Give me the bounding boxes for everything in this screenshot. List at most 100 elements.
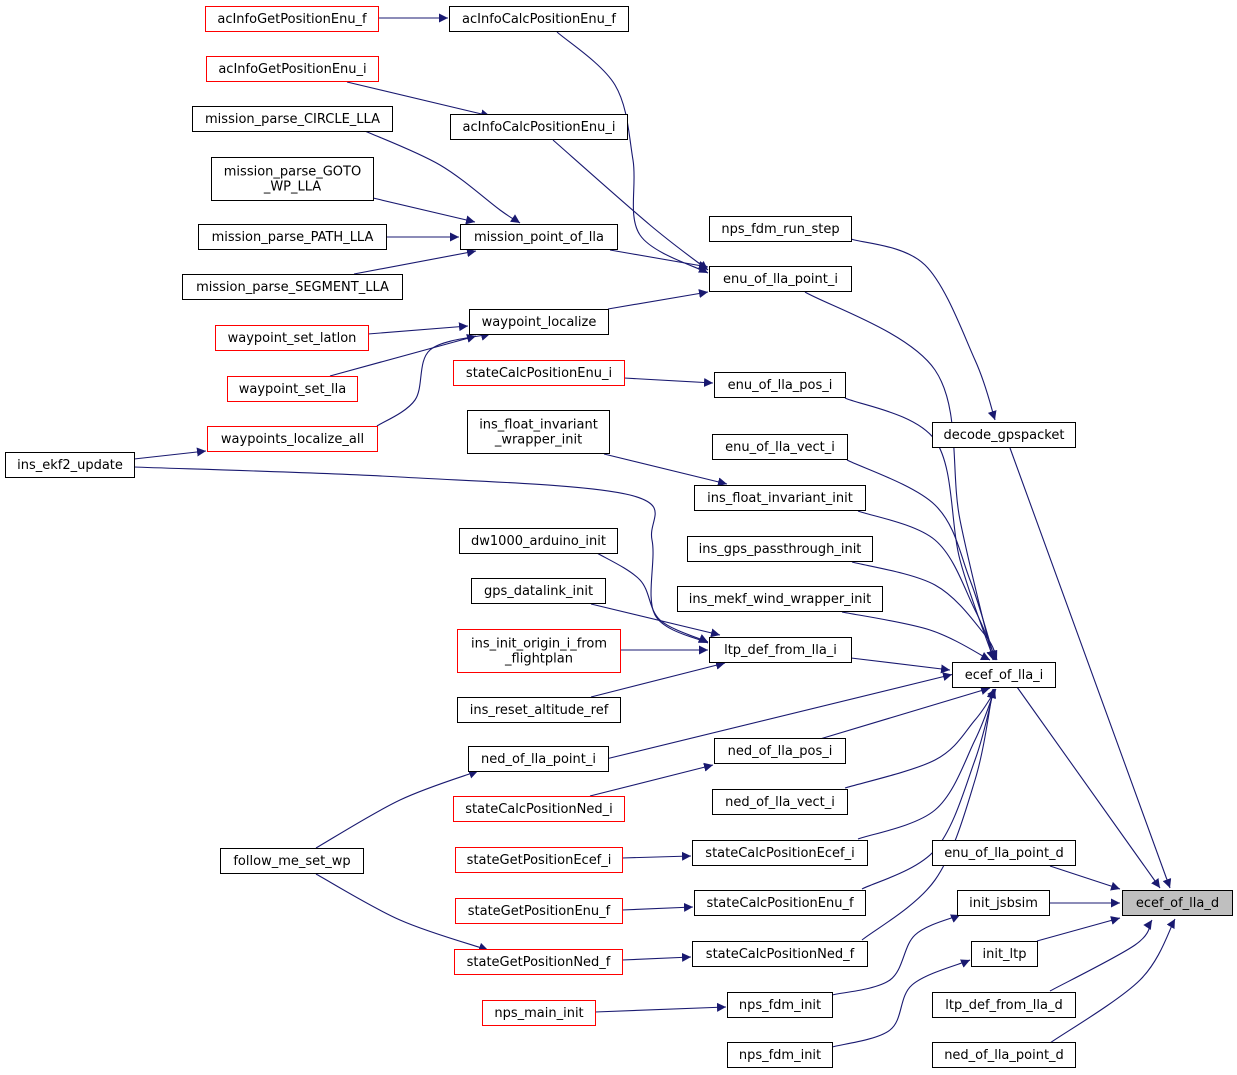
- node-box: [453, 796, 625, 822]
- edge-stateGetPositionNed_f-to-stateCalcPositionNed_f: [621, 952, 692, 962]
- edge-mission_point_of_lla-to-enu_of_lla_point_i: [609, 249, 709, 270]
- node-label: ecef_of_lla_i: [965, 668, 1044, 683]
- node-stateCalcPositionNed-i[interactable]: stateCalcPositionNed_i: [453, 796, 625, 822]
- edge-line: [861, 688, 996, 941]
- edge-line: [590, 603, 721, 638]
- node-box: [469, 309, 609, 335]
- node-mission-parse-GOTO-WP-LLA[interactable]: mission_parse_GOTO_WP_LLA: [211, 157, 374, 201]
- node-mission-point-of-lla[interactable]: mission_point_of_lla: [460, 224, 618, 250]
- node-enu-of-lla-point-i[interactable]: enu_of_lla_point_i: [709, 266, 852, 292]
- node-enu-of-lla-point-d[interactable]: enu_of_lla_point_d: [932, 840, 1076, 866]
- node-box: [454, 949, 623, 975]
- edge-stateGetPositionEnu_f-to-stateCalcPositionEnu_f: [621, 902, 694, 912]
- node-waypoint-set-latlon[interactable]: waypoint_set_latlon: [215, 325, 369, 351]
- node-box: [692, 840, 868, 866]
- node-nps-main-init[interactable]: nps_main_init: [482, 1000, 596, 1026]
- node-ins-reset-altitude-ref[interactable]: ins_reset_altitude_ref: [457, 697, 621, 723]
- node-dw1000-arduino-init[interactable]: dw1000_arduino_init: [459, 528, 618, 554]
- node-label: nps_fdm_init: [739, 998, 821, 1013]
- node-mission-parse-CIRCLE-LLA[interactable]: mission_parse_CIRCLE_LLA: [192, 106, 393, 132]
- node-stateGetPositionEcef-i[interactable]: stateGetPositionEcef_i: [455, 847, 623, 873]
- node-ins-gps-passthrough-init[interactable]: ins_gps_passthrough_init: [687, 536, 873, 562]
- edge-ned_of_lla_vect_i-to-ecef_of_lla_i: [844, 688, 997, 789]
- edge-line: [841, 611, 991, 661]
- node-box: [206, 56, 379, 82]
- edge-mission_parse_SEGMENT_LLA-to-mission_point_of_lla: [353, 248, 477, 275]
- node-box: [709, 216, 852, 242]
- node-ltp-def-from-lla-d[interactable]: ltp_def_from_lla_d: [932, 992, 1076, 1018]
- node-ins-init-origin-i-from-flightplan[interactable]: ins_init_origin_i_from_flightplan: [457, 629, 621, 673]
- node-nps-fdm-run-step[interactable]: nps_fdm_run_step: [709, 216, 852, 242]
- node-label: stateCalcPositionNed_f: [706, 947, 855, 962]
- node-stateCalcPositionEnu-f[interactable]: stateCalcPositionEnu_f: [694, 890, 866, 916]
- edge-nps_fdm_init_b-to-init_ltp: [831, 959, 971, 1048]
- node-acInfoCalcPositionEnu-i[interactable]: acInfoCalcPositionEnu_i: [450, 114, 628, 140]
- node-decode-gpspacket[interactable]: decode_gpspacket: [932, 422, 1076, 448]
- node-acInfoGetPositionEnu-f[interactable]: acInfoGetPositionEnu_f: [205, 6, 379, 32]
- edge-ins_ekf2_update-to-waypoints_localize_all: [133, 447, 207, 460]
- node-label: ned_of_lla_vect_i: [725, 795, 835, 810]
- node-follow-me-set-wp[interactable]: follow_me_set_wp: [220, 848, 364, 874]
- node-ned-of-lla-point-i[interactable]: ned_of_lla_point_i: [468, 746, 609, 772]
- node-acInfoGetPositionEnu-i[interactable]: acInfoGetPositionEnu_i: [206, 56, 379, 82]
- edge-ins_ekf2_update-to-ltp_def_from_lla_i: [133, 466, 709, 644]
- node-waypoint-localize[interactable]: waypoint_localize: [469, 309, 609, 335]
- node-ins-float-invariant-init[interactable]: ins_float_invariant_init: [694, 485, 866, 511]
- node-label: _flightplan: [504, 652, 573, 667]
- node-label: init_jsbsim: [969, 896, 1038, 911]
- node-ltp-def-from-lla-i[interactable]: ltp_def_from_lla_i: [709, 637, 852, 663]
- node-label: nps_fdm_init: [739, 1048, 821, 1063]
- edge-line: [850, 238, 997, 421]
- edge-waypoint_set_latlon-to-waypoint_localize: [367, 322, 469, 335]
- node-box: [192, 106, 393, 132]
- edge-ins_gps_passthrough_init-to-ecef_of_lla_i: [851, 561, 998, 661]
- node-ecef-of-lla-i[interactable]: ecef_of_lla_i: [952, 662, 1056, 688]
- node-box: [455, 847, 623, 873]
- node-box: [453, 360, 625, 386]
- edge-follow_me_set_wp-to-ned_of_lla_point_i: [315, 769, 479, 849]
- node-box: [694, 485, 866, 511]
- node-gps-datalink-init[interactable]: gps_datalink_init: [471, 578, 606, 604]
- edge-line: [353, 248, 477, 275]
- edge-decode_gpspacket-to-ecef_of_lla_d: [1009, 447, 1172, 889]
- node-ins-mekf-wind-wrapper-init[interactable]: ins_mekf_wind_wrapper_init: [677, 586, 883, 612]
- node-enu-of-lla-vect-i[interactable]: enu_of_lla_vect_i: [712, 434, 848, 460]
- node-box: [687, 536, 873, 562]
- node-box: [1122, 890, 1233, 916]
- node-waypoints-localize-all[interactable]: waypoints_localize_all: [207, 426, 378, 452]
- node-ecef-of-lla-d[interactable]: ecef_of_lla_d: [1122, 890, 1233, 916]
- node-ins-ekf2-update[interactable]: ins_ekf2_update: [5, 452, 135, 478]
- edge-mission_parse_CIRCLE_LLA-to-mission_point_of_lla: [364, 130, 521, 224]
- node-stateGetPositionEnu-f[interactable]: stateGetPositionEnu_f: [455, 898, 623, 924]
- node-stateCalcPositionNed-f[interactable]: stateCalcPositionNed_f: [692, 941, 868, 967]
- node-ins-float-invariant-wrapper-init[interactable]: ins_float_invariant_wrapper_init: [467, 410, 610, 454]
- node-box: [467, 410, 610, 454]
- node-ned-of-lla-vect-i[interactable]: ned_of_lla_vect_i: [712, 789, 848, 815]
- node-init-ltp[interactable]: init_ltp: [971, 941, 1038, 967]
- edge-stateCalcPositionEnu_i-to-enu_of_lla_pos_i: [623, 377, 714, 387]
- node-ned-of-lla-point-d[interactable]: ned_of_lla_point_d: [932, 1042, 1076, 1068]
- edge-line: [556, 31, 709, 274]
- edge-line: [621, 851, 692, 861]
- edge-ins_mekf_wind_wrapper_init-to-ecef_of_lla_i: [841, 611, 991, 661]
- node-label: ins_ekf2_update: [17, 458, 123, 473]
- node-nps-fdm-init-b[interactable]: nps_fdm_init: [727, 1042, 833, 1068]
- node-box: [457, 697, 621, 723]
- node-acInfoCalcPositionEnu-f[interactable]: acInfoCalcPositionEnu_f: [449, 6, 629, 32]
- node-label: ins_float_invariant: [479, 418, 598, 433]
- node-stateCalcPositionEcef-i[interactable]: stateCalcPositionEcef_i: [692, 840, 868, 866]
- node-ned-of-lla-pos-i[interactable]: ned_of_lla_pos_i: [714, 738, 846, 764]
- node-stateCalcPositionEnu-i[interactable]: stateCalcPositionEnu_i: [453, 360, 625, 386]
- node-waypoint-set-lla[interactable]: waypoint_set_lla: [227, 376, 358, 402]
- node-stateGetPositionNed-f[interactable]: stateGetPositionNed_f: [454, 949, 623, 975]
- node-nps-fdm-init-a[interactable]: nps_fdm_init: [727, 992, 833, 1018]
- edge-mission_parse_GOTO_WP_LLA-to-mission_point_of_lla: [372, 197, 476, 225]
- node-init-jsbsim[interactable]: init_jsbsim: [957, 890, 1050, 916]
- node-enu-of-lla-pos-i[interactable]: enu_of_lla_pos_i: [714, 372, 846, 398]
- edge-line: [831, 959, 971, 1048]
- node-mission-parse-SEGMENT-LLA[interactable]: mission_parse_SEGMENT_LLA: [182, 274, 403, 300]
- node-label: ins_gps_passthrough_init: [699, 542, 862, 557]
- node-mission-parse-PATH-LLA[interactable]: mission_parse_PATH_LLA: [198, 224, 387, 250]
- node-label: acInfoGetPositionEnu_i: [218, 62, 366, 77]
